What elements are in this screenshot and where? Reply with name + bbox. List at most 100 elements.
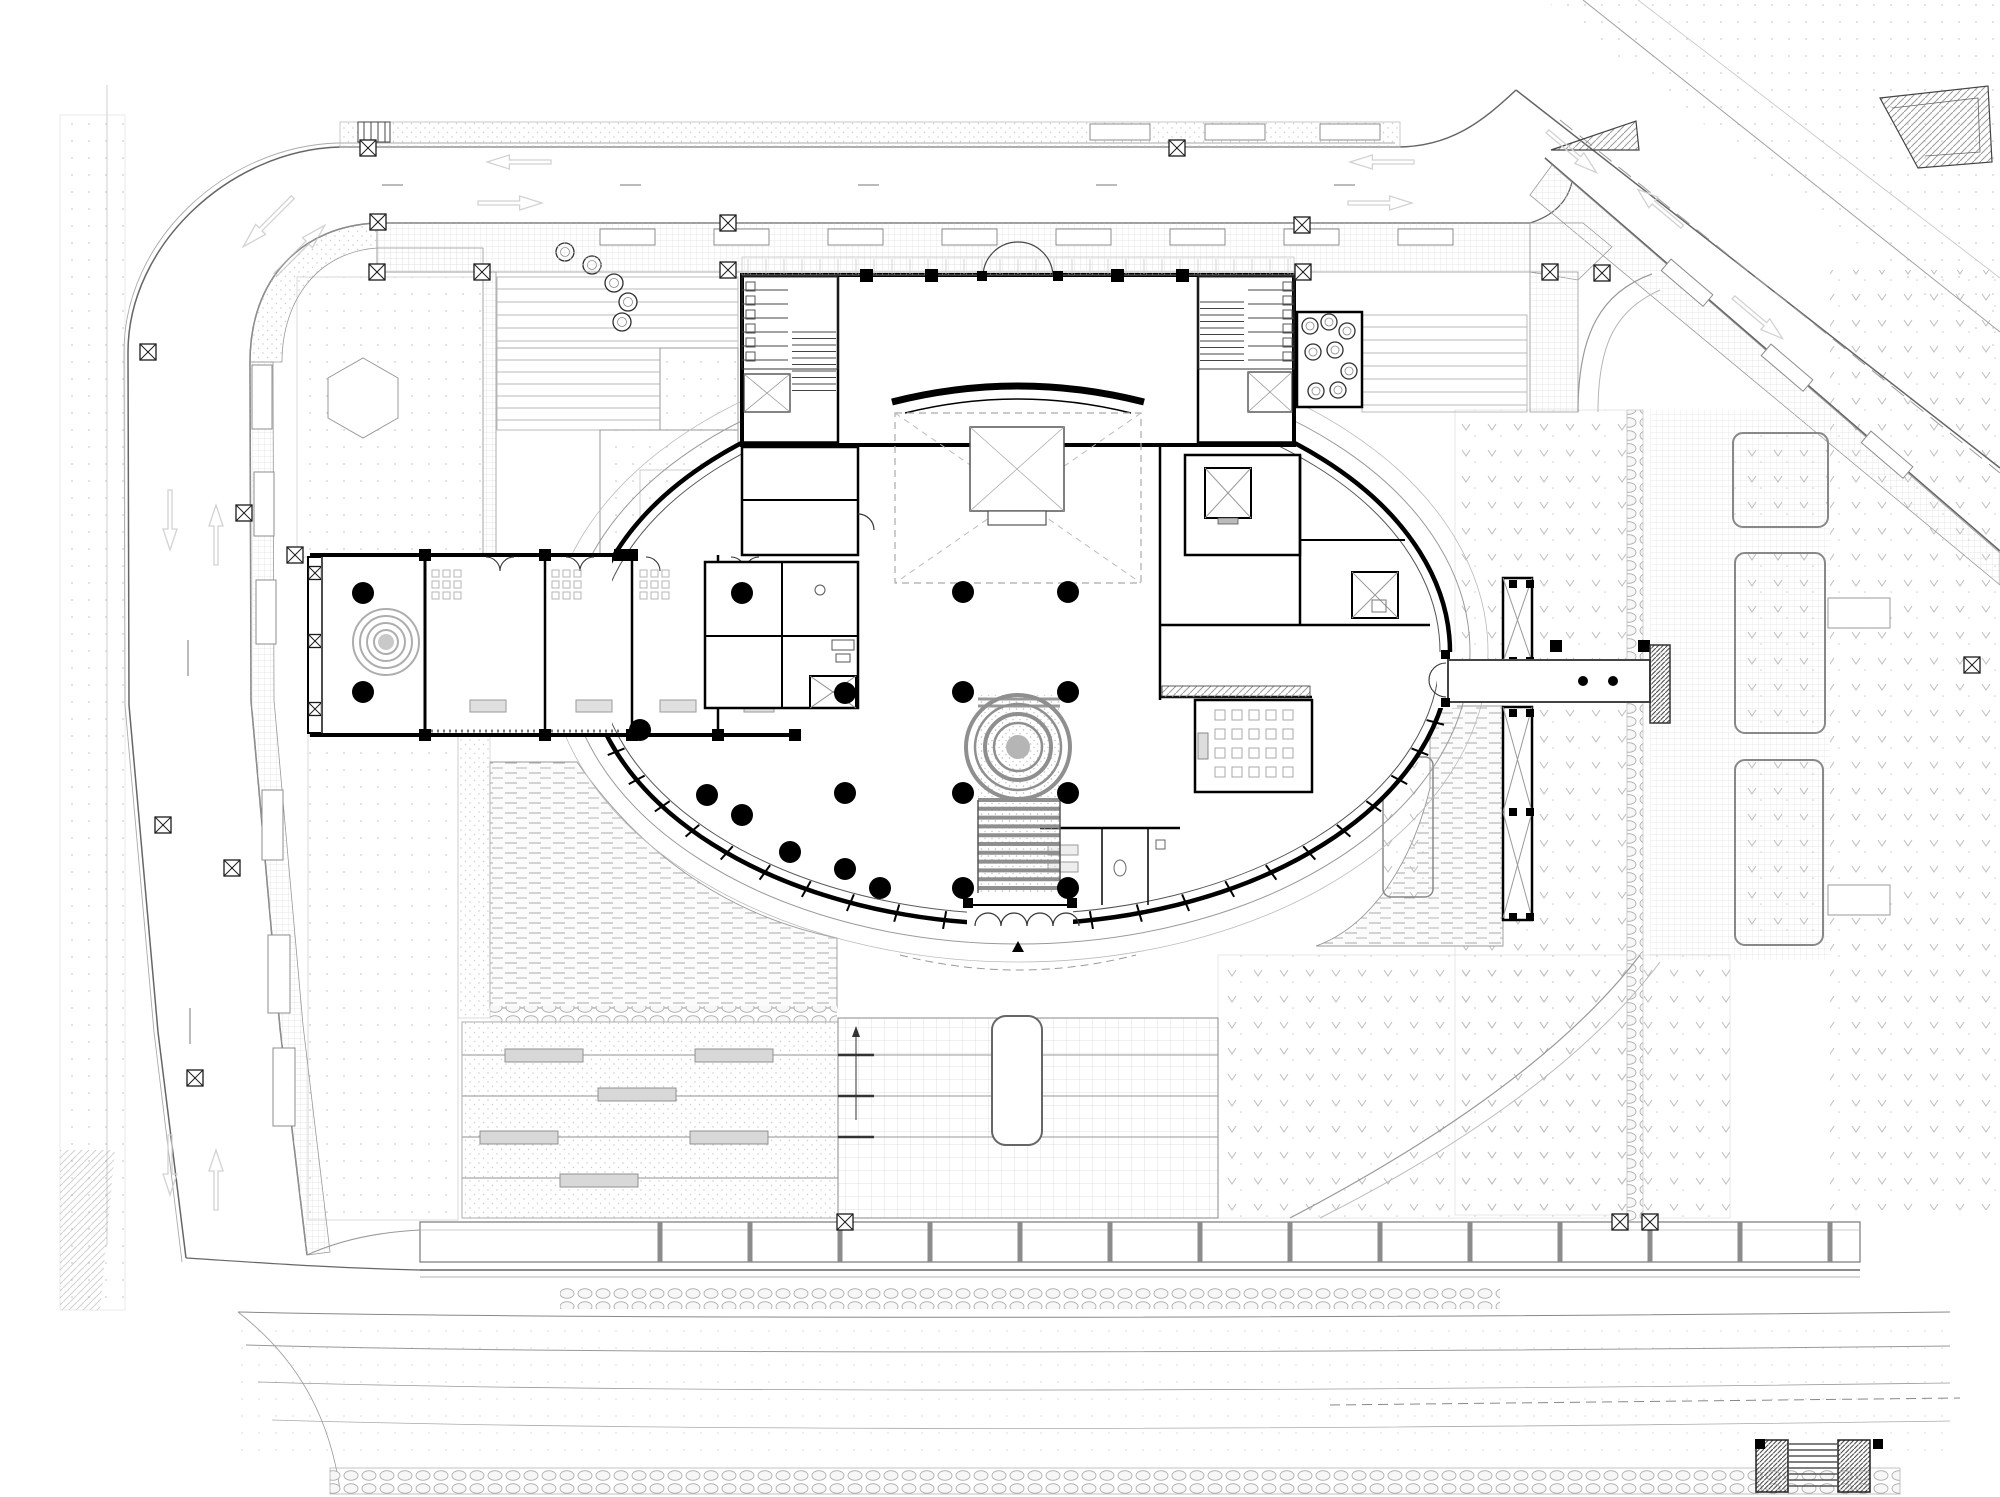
pebble-path-vertical xyxy=(1626,409,1644,1223)
fountain-center xyxy=(1006,735,1030,759)
seminar-seats xyxy=(1282,709,1294,721)
east-shaft xyxy=(1351,571,1399,619)
bridge-piers xyxy=(1638,640,1650,652)
winter-garden-trees xyxy=(1338,322,1356,340)
porch-columns xyxy=(352,582,374,604)
contour-2 xyxy=(245,1344,1951,1353)
kitchen-stove xyxy=(835,653,851,663)
wing-room1-chairs xyxy=(442,591,451,600)
hexagon-planter xyxy=(327,357,399,439)
bench-1 xyxy=(694,1048,774,1063)
crosswalk-markers xyxy=(1294,263,1312,281)
crosswalk-markers xyxy=(1541,263,1559,281)
nw-storage-x2 xyxy=(809,675,857,709)
kitchen-counter xyxy=(831,639,855,651)
wc-left xyxy=(741,276,839,370)
wing-piers xyxy=(419,549,431,561)
south-canopy-dashed xyxy=(899,954,1137,971)
layer-sidewalks xyxy=(249,121,2000,1256)
elevator-room xyxy=(1183,453,1302,557)
planting-bed-1 xyxy=(1732,432,1829,528)
far-carriageway-line-1 xyxy=(1582,0,2000,333)
crosswalk-markers xyxy=(1641,1213,1659,1231)
wing-room3-chairs xyxy=(639,569,648,578)
northwest-trees xyxy=(604,273,624,293)
layer-base-lawns xyxy=(59,0,2000,1311)
road-direction-arrows xyxy=(1731,294,1785,340)
court-upper xyxy=(659,347,739,431)
glass-mullion-ticks xyxy=(942,911,948,930)
w-planter-2 xyxy=(253,471,275,537)
east-shaft-fixture xyxy=(1371,599,1387,613)
wing-room3-chairs xyxy=(661,569,670,578)
hall-columns xyxy=(952,877,974,899)
wing-piers xyxy=(789,729,801,741)
wing-room2-chairs xyxy=(573,591,582,600)
southeast-curve-path-1 xyxy=(1289,954,1641,1219)
wing-room3-sofa xyxy=(659,699,697,713)
s-planter-7 xyxy=(1283,228,1340,246)
south-door-2 xyxy=(1000,912,1028,927)
contour-3 xyxy=(257,1381,1951,1391)
crosswalk-markers xyxy=(1293,216,1311,234)
w-planter-1 xyxy=(251,364,273,430)
porch-mosaic xyxy=(366,622,406,662)
wing-room1-chairs xyxy=(442,580,451,589)
hall-columns xyxy=(1057,581,1079,603)
entrance-triangle-marker xyxy=(1012,941,1024,952)
seminar-seats xyxy=(1248,709,1260,721)
pergola-1-caps xyxy=(1526,580,1534,588)
contour-4 xyxy=(271,1419,1951,1429)
east-pebble-curve-2 xyxy=(1597,289,1661,413)
northeast-terrace-bands xyxy=(1361,314,1528,413)
s-planter-2 xyxy=(713,228,770,246)
inner-walk-horizontal xyxy=(376,247,484,273)
plan-layers xyxy=(59,0,2000,1495)
wc-right-fixtures xyxy=(1282,337,1293,348)
s-planter-4 xyxy=(941,228,998,246)
winter-garden-trees xyxy=(1326,341,1344,359)
hall-columns xyxy=(1057,877,1079,899)
glass-mullion-ticks xyxy=(1181,894,1191,912)
north-planter-2 xyxy=(1204,123,1266,141)
crosswalk-markers xyxy=(369,213,387,231)
seminar-seats xyxy=(1265,709,1277,721)
glass-mullion-ticks xyxy=(893,904,901,922)
w-planter-4 xyxy=(261,789,284,861)
glass-mullion-ticks xyxy=(1302,845,1317,861)
hall-columns xyxy=(1057,782,1079,804)
pergola-1-caps xyxy=(1509,580,1517,588)
wing-room1-chairs xyxy=(431,580,440,589)
wing-room3-chairs xyxy=(650,591,659,600)
seminar-seats xyxy=(1214,766,1226,778)
wing-room2-chairs xyxy=(562,580,571,589)
wing-room2-chairs xyxy=(562,569,571,578)
wc-left-fixtures xyxy=(745,337,756,348)
wing-piers xyxy=(539,729,551,741)
crosswalk-markers xyxy=(368,263,386,281)
crosswalk-markers xyxy=(473,263,491,281)
porch-mosaic xyxy=(352,608,420,676)
glass-mullion-ticks xyxy=(1411,747,1429,757)
terrain-dashed-line xyxy=(1329,1397,1961,1406)
seminar-seats xyxy=(1282,728,1294,740)
winter-garden-trees xyxy=(1311,386,1321,396)
hall-columns xyxy=(952,782,974,804)
bench-4 xyxy=(479,1130,559,1145)
winter-garden-trees xyxy=(1301,317,1319,335)
wc-left-fixtures xyxy=(745,309,756,320)
pergola-2-caps xyxy=(1509,913,1517,921)
jetty-posts xyxy=(1755,1439,1765,1449)
crosswalk-markers xyxy=(1611,1213,1629,1231)
glass-mullion-ticks xyxy=(1135,904,1143,922)
sand-strip xyxy=(457,734,491,1019)
south-door-4 xyxy=(1052,912,1080,927)
winter-garden-trees xyxy=(1344,366,1354,376)
s-planter-8 xyxy=(1397,228,1454,246)
diagonal-centerline xyxy=(1559,119,2000,474)
bridge-bollards xyxy=(1608,676,1618,686)
wing-room3-chairs xyxy=(650,569,659,578)
nw-door-arc xyxy=(857,513,875,531)
jetty-right xyxy=(1837,1439,1871,1493)
